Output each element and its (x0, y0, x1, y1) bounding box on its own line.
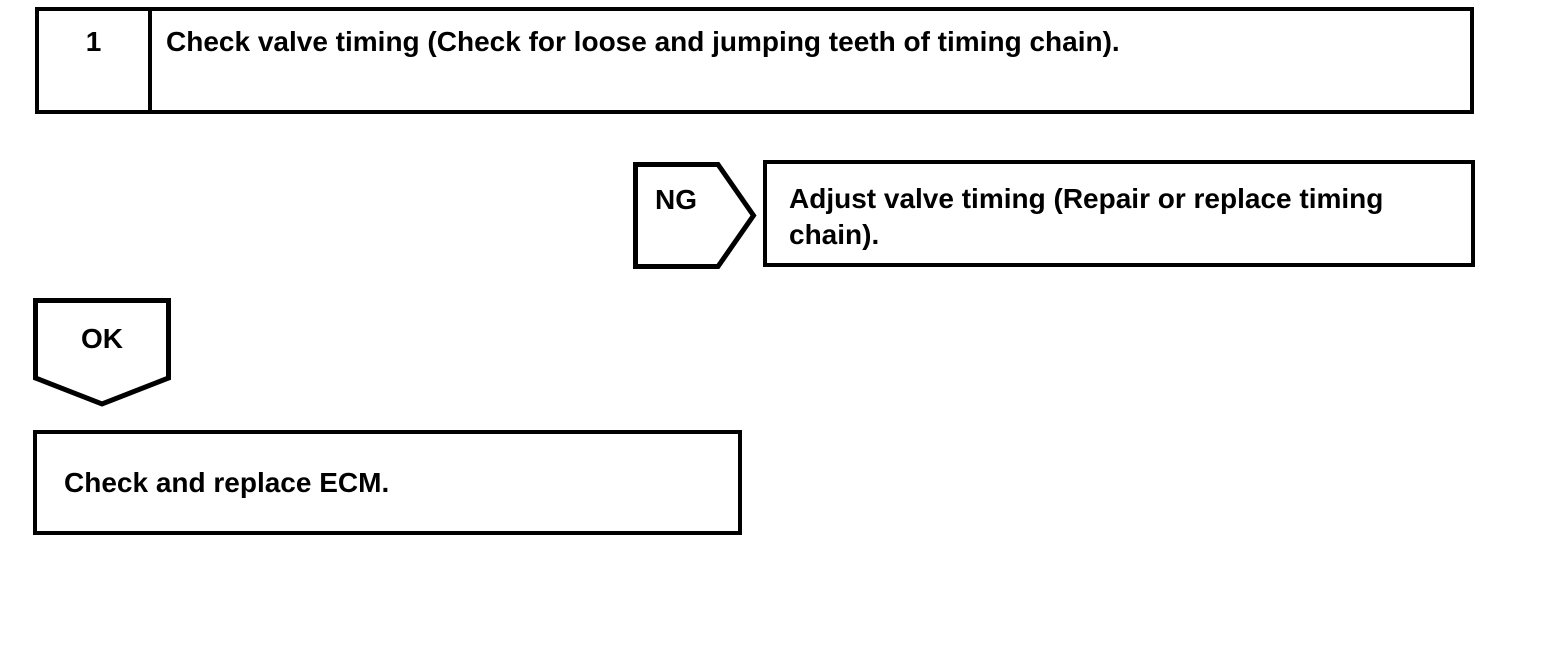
result-text: Check and replace ECM. (64, 466, 390, 498)
step-box: 1 Check valve timing (Check for loose an… (35, 7, 1474, 114)
ng-action-text: Adjust valve timing (Repair or replace t… (789, 183, 1384, 250)
result-box: Check and replace ECM. (33, 430, 742, 535)
ng-action-box: Adjust valve timing (Repair or replace t… (763, 160, 1475, 267)
ok-connector: OK (33, 298, 171, 407)
ng-connector-label: NG (655, 184, 697, 215)
ok-arrow-icon (33, 298, 171, 407)
ng-connector: NG (633, 162, 757, 269)
step-number: 1 (39, 11, 152, 110)
step-instruction: Check valve timing (Check for loose and … (166, 26, 1120, 57)
ok-connector-label: OK (81, 323, 123, 354)
ng-arrow-icon (633, 162, 757, 269)
